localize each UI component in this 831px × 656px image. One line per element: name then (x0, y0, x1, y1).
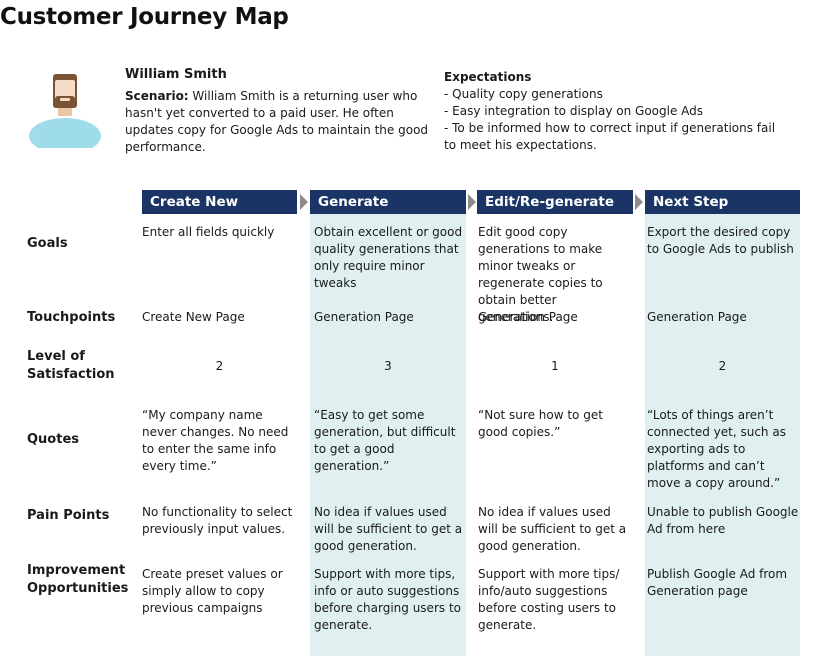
row-label-improvement: Improvement Opportunities (27, 563, 129, 596)
quotes-generate: “Easy to get some generation, but diffic… (314, 408, 456, 473)
improve-next-step: Publish Google Ad from Generation page (647, 567, 788, 598)
expectation-item: - To be informed how to correct input if… (444, 121, 776, 152)
expectations: Expectations - Quality copy generations … (444, 69, 789, 154)
pain-edit-regenerate: No idea if values used will be sufficien… (478, 505, 627, 553)
goals-edit-regenerate: Edit good copy generations to make minor… (478, 225, 603, 324)
persona-name: William Smith (125, 67, 227, 82)
row-label-quotes: Quotes (27, 432, 80, 447)
goals-create-new: Enter all fields quickly (142, 225, 275, 239)
quotes-edit-regenerate: “Not sure how to get good copies.” (478, 408, 603, 439)
row-label-touchpoints: Touchpoints (27, 310, 116, 325)
user-avatar-icon (29, 74, 101, 148)
satisfaction-create-new: 2 (215, 359, 224, 373)
goals-next-step: Export the desired copy to Google Ads to… (647, 225, 794, 256)
stage-create-new: Create New (142, 190, 297, 214)
touchpoints-next-step: Generation Page (647, 310, 747, 324)
satisfaction-generate: 3 (384, 359, 392, 373)
touchpoints-create-new: Create New Page (142, 310, 245, 324)
improve-edit-regenerate: Support with more tips/ info/auto sugges… (478, 567, 620, 632)
generate-column-highlight (310, 214, 466, 656)
touchpoints-edit-regenerate: Generation Page (478, 310, 578, 324)
expectations-title: Expectations (444, 70, 532, 84)
satisfaction-edit-regenerate: 1 (551, 359, 559, 373)
expectation-item: - Quality copy generations (444, 87, 603, 101)
satisfaction-next-step: 2 (718, 359, 727, 373)
pain-next-step: Unable to publish Google Ad from here (647, 505, 799, 536)
stage-generate: Generate (310, 190, 466, 214)
scenario-label: Scenario: (125, 89, 189, 103)
pain-create-new: No functionality to select previously in… (142, 505, 293, 536)
chevron-right-icon (635, 194, 643, 210)
chevron-right-icon (300, 194, 308, 210)
next-step-column-highlight (645, 214, 800, 656)
row-label-satisfaction: Level of Satisfaction (27, 349, 115, 382)
stage-edit-regenerate: Edit/Re-generate (477, 190, 633, 214)
stage-next-step: Next Step (645, 190, 800, 214)
persona-scenario: Scenario: William Smith is a returning u… (125, 88, 435, 156)
row-label-goals: Goals (27, 236, 68, 251)
improve-generate: Support with more tips, info or auto sug… (314, 567, 461, 632)
quotes-next-step: “Lots of things aren’t connected yet, su… (647, 408, 786, 490)
chevron-right-icon (468, 194, 476, 210)
pain-generate: No idea if values used will be sufficien… (314, 505, 463, 553)
row-label-pain-points: Pain Points (27, 508, 110, 523)
expectation-item: - Easy integration to display on Google … (444, 104, 704, 118)
touchpoints-generate: Generation Page (314, 310, 414, 324)
quotes-create-new: “My company name never changes. No need … (142, 408, 289, 473)
improve-create-new: Create preset values or simply allow to … (142, 567, 283, 615)
goals-generate: Obtain excellent or good quality generat… (314, 225, 463, 290)
scenario-text: William Smith is a returning user who ha… (125, 89, 429, 154)
page-title: Customer Journey Map (0, 4, 289, 30)
